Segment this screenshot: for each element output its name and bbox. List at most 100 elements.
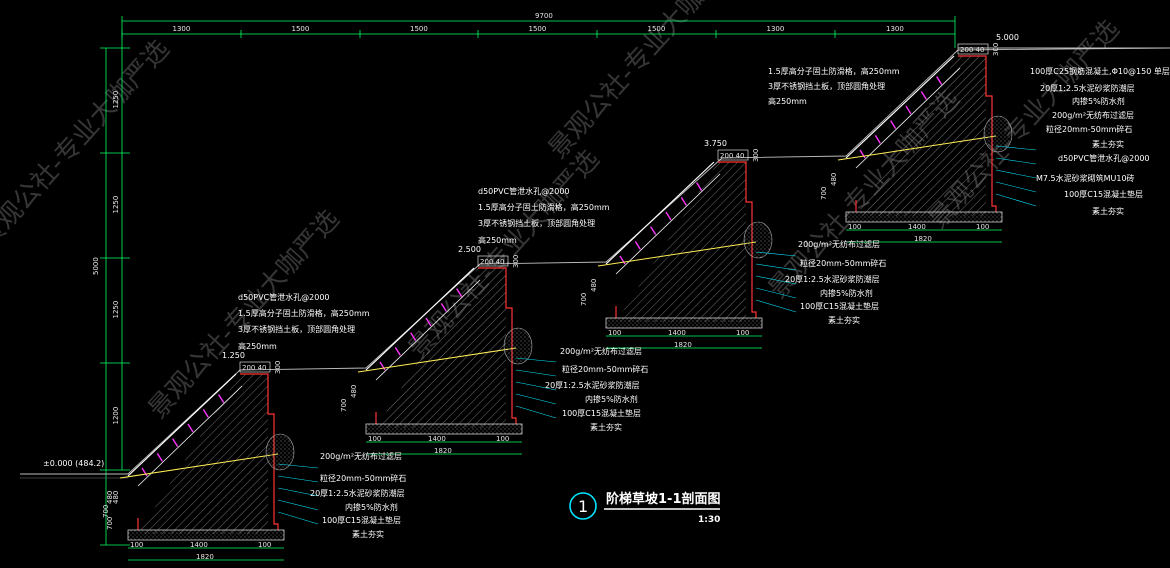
grid-cell (680, 196, 687, 206)
note-s1-plate: 3厚不锈钢挡土板，顶部圆角处理 (238, 324, 355, 334)
cap-box (957, 43, 989, 55)
leader-line (995, 193, 1037, 207)
top-dim-total: 9700 (535, 12, 553, 20)
leader-line (515, 393, 557, 405)
note-s3-pvc: d50PVC管泄水孔@2000 (478, 186, 570, 196)
slope-surface (605, 161, 715, 265)
grid-cell (650, 226, 657, 236)
cap-height-dim: 300 (992, 43, 1000, 56)
gravel-pocket (743, 221, 773, 259)
note-s3-geotextile: 200g/m²无纺布过滤层 (798, 239, 880, 249)
wall-hatch (616, 162, 746, 322)
note-s4-soil-top: 素土夯实 (1092, 139, 1124, 149)
wall-outline (240, 373, 279, 530)
note-s2-mortar: 20厚1:2.5水泥砂浆防潮层 (545, 380, 640, 390)
base-total-dim: 1820 (914, 235, 932, 243)
leader-line (515, 369, 557, 377)
wall-hatch (138, 374, 268, 534)
grid-cell (920, 90, 927, 100)
note-s3-height: 高250mm (478, 235, 517, 245)
annotation-labels: d50PVC管泄水孔@2000 1.5厚高分子固土防滑格，高250mm 3厚不锈… (238, 66, 1170, 539)
slope-surface (365, 267, 475, 371)
leader-line (515, 357, 557, 363)
leader-line (995, 169, 1037, 179)
grid-cell (202, 408, 209, 418)
title-text: 阶梯草坡1-1剖面图 (606, 491, 721, 507)
cap-height-dim: 300 (512, 255, 520, 268)
wall-hatch (376, 268, 506, 428)
slope-base (375, 279, 481, 381)
note-s2-geotextile: 200g/m²无纺布过滤层 (560, 346, 642, 356)
note-s3-waterproof: 内掺5%防水剂 (820, 288, 873, 298)
note-s3-gravel: 粒径20mm-50mm碎石 (800, 258, 886, 268)
base-width-dim: 1400 (668, 329, 686, 337)
cap-dim: 200 40 (242, 364, 267, 372)
note-s4-waterproof: 内掺5%防水剂 (1072, 96, 1125, 106)
note-s1-height: 高250mm (238, 341, 277, 351)
top-dim-segment: 1500 (529, 25, 547, 33)
note-s3-mortar: 20厚1:2.5水泥砂浆防潮层 (785, 274, 880, 284)
base-slab (365, 423, 523, 435)
base-total-dim: 1820 (196, 553, 214, 561)
base-total-dim: 1820 (674, 341, 692, 349)
base-small-dim: 100 (258, 541, 271, 549)
note-s3-plate: 3厚不锈钢挡土板，顶部圆角处理 (478, 218, 595, 228)
note-s4-pvc: d50PVC管泄水孔@2000 (1058, 153, 1150, 163)
note-s2-cushion: 100厚C15混凝土垫层 (562, 408, 641, 418)
slope-surface (845, 55, 955, 159)
grid-cell (696, 182, 703, 192)
top-dim-segment: 1300 (886, 25, 904, 33)
note-s4-grid: 1.5厚高分子固土防滑格，高250mm (768, 66, 900, 76)
note-s4-mortar: 20厚1:2.5水泥砂浆防潮层 (1040, 83, 1135, 93)
top-dim-segment: 1500 (648, 25, 666, 33)
ground-profile (20, 47, 1170, 475)
elevation-2: 2.500 (458, 245, 481, 254)
height-480-dim: 480 (350, 385, 358, 398)
note-s4-height: 高250mm (768, 96, 807, 106)
note-s4-plate: 3厚不锈钢挡土板，顶部圆角处理 (768, 81, 885, 91)
note-s4-brick: M7.5水泥砂浆砌筑MU10砖 (1036, 173, 1135, 183)
note-s1-geotextile: 200g/m²无纺布过滤层 (320, 451, 402, 461)
cap-box (477, 255, 509, 267)
base-small-dim: 100 (130, 541, 143, 549)
grid-cell (172, 438, 179, 448)
geotextile-line (837, 135, 997, 161)
grid-cell (634, 240, 641, 250)
note-s2-soil: 素土夯实 (590, 422, 622, 432)
base-small-dim: 100 (608, 329, 621, 337)
cap-height-dim: 300 (752, 149, 760, 162)
base-small-dim: 100 (736, 329, 749, 337)
height-700-dim: 700 (340, 399, 348, 412)
title-circle (569, 492, 597, 520)
note-s4-soil: 素土夯实 (1092, 206, 1124, 216)
leader-line (277, 487, 319, 497)
note-s4-geotextile: 200g/m²无纺布过滤层 (1052, 110, 1134, 120)
leader-line (515, 405, 557, 419)
height-700-dim: 700 (102, 505, 110, 518)
geotextile-line (597, 241, 757, 267)
grid-cell (187, 423, 194, 433)
cap-box (239, 361, 271, 373)
drawing-title: 1 阶梯草坡1-1剖面图 1:30 (569, 491, 721, 525)
height-700-dim: 700 (580, 293, 588, 306)
grid-cell (665, 211, 672, 221)
note-s4-rc: 100厚C25钢筋混凝土,Φ10@150 单层双向 (1030, 66, 1170, 76)
base-slab (605, 317, 763, 329)
leader-line (995, 145, 1037, 151)
top-dim-segment: 1300 (767, 25, 785, 33)
cap-dim: 200 40 (720, 152, 745, 160)
slope-base (615, 173, 721, 275)
grid-cell (936, 76, 943, 86)
top-dim-segment: 1500 (410, 25, 428, 33)
grid-cell (905, 105, 912, 115)
grid-cell (141, 467, 148, 477)
note-s1-gravel: 粒径20mm-50mm碎石 (320, 473, 406, 483)
left-dim-segment: 1250 (112, 301, 120, 319)
left-dim-700: 700 (106, 517, 114, 530)
geotextile-line (119, 453, 279, 479)
